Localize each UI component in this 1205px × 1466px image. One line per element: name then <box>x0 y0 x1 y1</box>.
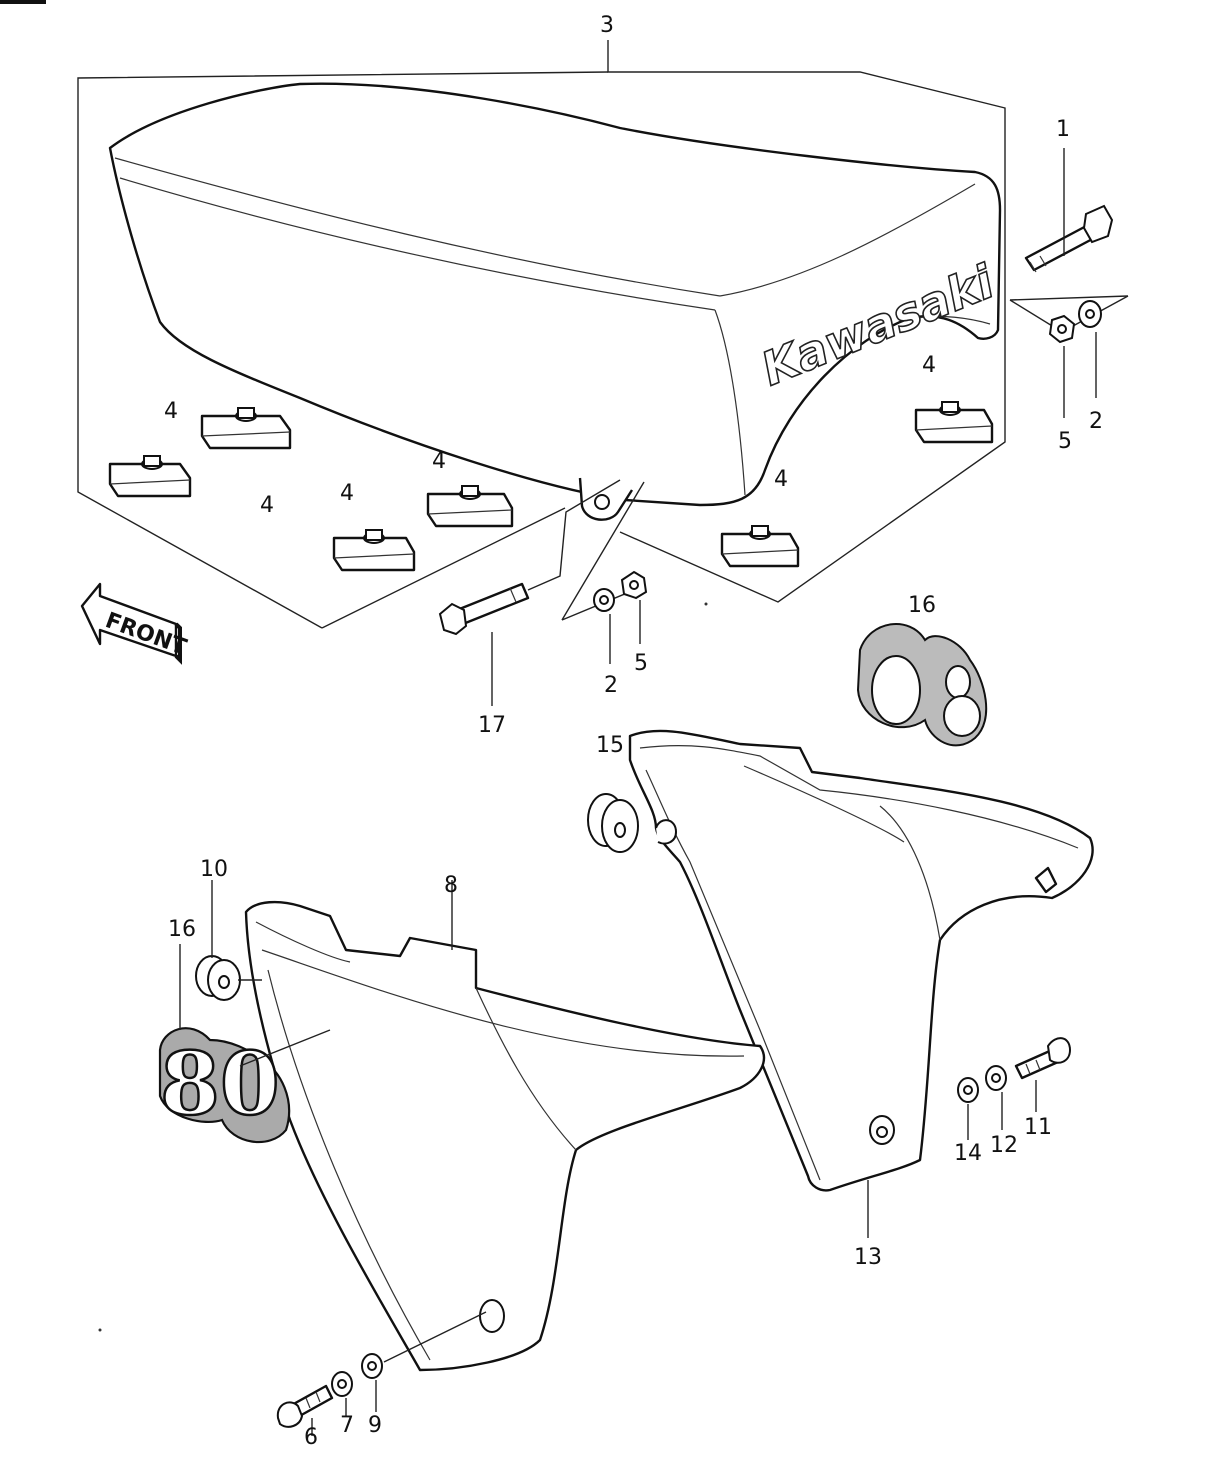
grommet-10 <box>195 880 262 1001</box>
damper-rubber <box>914 401 994 444</box>
stray-dot <box>98 1328 102 1332</box>
callout-5: 5 <box>634 651 648 676</box>
callout-labels: 1 2 2 3 4 4 4 4 4 4 5 5 6 7 8 9 10 11 12… <box>164 13 1103 1450</box>
seat-bolt-left <box>438 479 648 706</box>
callout-12: 12 <box>990 1133 1018 1158</box>
callout-13: 13 <box>854 1245 882 1270</box>
left-side-cover <box>244 880 766 1372</box>
callout-7: 7 <box>340 1413 354 1438</box>
callout-16: 16 <box>908 593 936 618</box>
callout-1: 1 <box>1056 117 1070 142</box>
callout-2: 2 <box>604 673 618 698</box>
callout-14: 14 <box>954 1141 982 1166</box>
callout-8: 8 <box>444 873 458 898</box>
callout-16: 16 <box>168 917 196 942</box>
damper-rubber <box>200 407 292 450</box>
right-side-cover <box>628 729 1094 1238</box>
callout-9: 9 <box>368 1413 382 1438</box>
grommet-15 <box>587 793 639 853</box>
bracket-hole <box>594 494 610 510</box>
seat-assembly-frame <box>77 40 1006 629</box>
damper-rubber <box>426 485 514 528</box>
callout-4: 4 <box>922 353 936 378</box>
damper-rubber <box>108 455 192 498</box>
emblem-80-right <box>856 623 988 747</box>
callout-4: 4 <box>774 467 788 492</box>
seat-bolt-right <box>1009 148 1129 418</box>
callout-4: 4 <box>260 493 274 518</box>
damper-rubber <box>720 525 800 568</box>
callout-6: 6 <box>304 1425 318 1450</box>
callout-4: 4 <box>340 481 354 506</box>
callout-5: 5 <box>1058 429 1072 454</box>
left-cover-hardware <box>276 1311 487 1436</box>
emblem-80-left-text: 80 <box>160 1034 280 1135</box>
front-arrow: FRONT <box>80 582 190 665</box>
emblem-80-left: 80 <box>159 944 331 1144</box>
callout-2: 2 <box>1089 409 1103 434</box>
callout-15: 15 <box>596 733 624 758</box>
seat: Kawasaki <box>108 82 1003 521</box>
callout-4: 4 <box>432 449 446 474</box>
callout-17: 17 <box>478 713 506 738</box>
damper-rubber <box>332 529 416 572</box>
callout-11: 11 <box>1024 1115 1052 1140</box>
corner-mark <box>0 0 46 4</box>
callout-4: 4 <box>164 399 178 424</box>
right-cover-hardware <box>957 1037 1072 1140</box>
stray-dot <box>704 602 708 606</box>
callout-3: 3 <box>600 13 614 38</box>
callout-10: 10 <box>200 857 228 882</box>
seat-damper-rubbers <box>108 401 994 572</box>
